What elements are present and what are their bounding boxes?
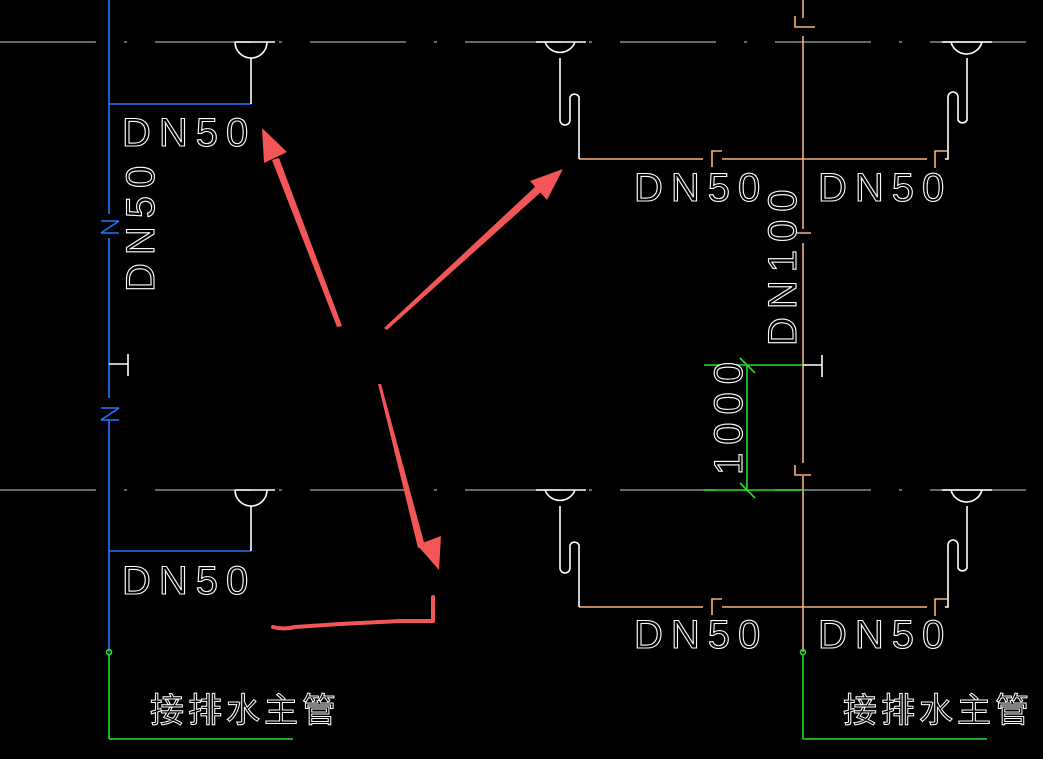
left-outlet-pipe[interactable]	[105, 648, 294, 740]
fitting-icon	[794, 16, 815, 28]
cleanout-icon	[109, 354, 129, 376]
floor-drain-icon	[234, 41, 275, 104]
label-right-bottom-branch-right: DN50	[818, 613, 952, 657]
pipe-break-icon	[100, 220, 120, 234]
left-drain-system[interactable]	[100, 0, 294, 740]
fitting-icon	[794, 225, 811, 234]
right-drain-system[interactable]	[536, 0, 992, 740]
label-right-riser: DN100	[761, 181, 805, 346]
floor-drain-ptrap-icon	[536, 41, 586, 159]
label-right-top-branch-right: DN50	[818, 166, 952, 210]
label-left-top-branch: DN50	[122, 111, 256, 155]
floor-drain-ptrap-icon	[536, 489, 586, 607]
height-dimension[interactable]	[704, 357, 803, 499]
arrow-up-left-icon	[262, 128, 342, 327]
fitting-icon	[934, 150, 947, 168]
fitting-icon	[711, 150, 722, 167]
label-right-top-branch-left: DN50	[634, 166, 768, 210]
fitting-icon	[711, 598, 722, 615]
floor-drain-icon	[234, 489, 275, 551]
floor-drain-ptrap-icon	[942, 41, 992, 160]
label-dimension-value: 1000	[707, 354, 751, 475]
annotation-arrows	[262, 128, 563, 631]
label-left-outlet-note: 接排水主管	[150, 691, 340, 731]
arrow-up-right-icon	[384, 169, 563, 330]
label-right-bottom-branch-left: DN50	[634, 613, 768, 657]
floor-axis-lines	[0, 41, 1043, 491]
fitting-icon	[934, 598, 947, 616]
label-left-riser: DN50	[119, 158, 163, 292]
arrow-down-icon	[378, 384, 441, 570]
pipe-break-icon	[100, 407, 120, 421]
floor-drain-ptrap-icon	[942, 489, 992, 608]
hand-drawn-underline	[271, 595, 435, 631]
right-outlet-pipe[interactable]	[799, 648, 988, 740]
cleanout-icon	[803, 355, 823, 377]
label-right-outlet-note: 接排水主管	[843, 691, 1033, 731]
fitting-icon	[794, 465, 811, 476]
label-left-bottom-branch: DN50	[122, 559, 256, 603]
